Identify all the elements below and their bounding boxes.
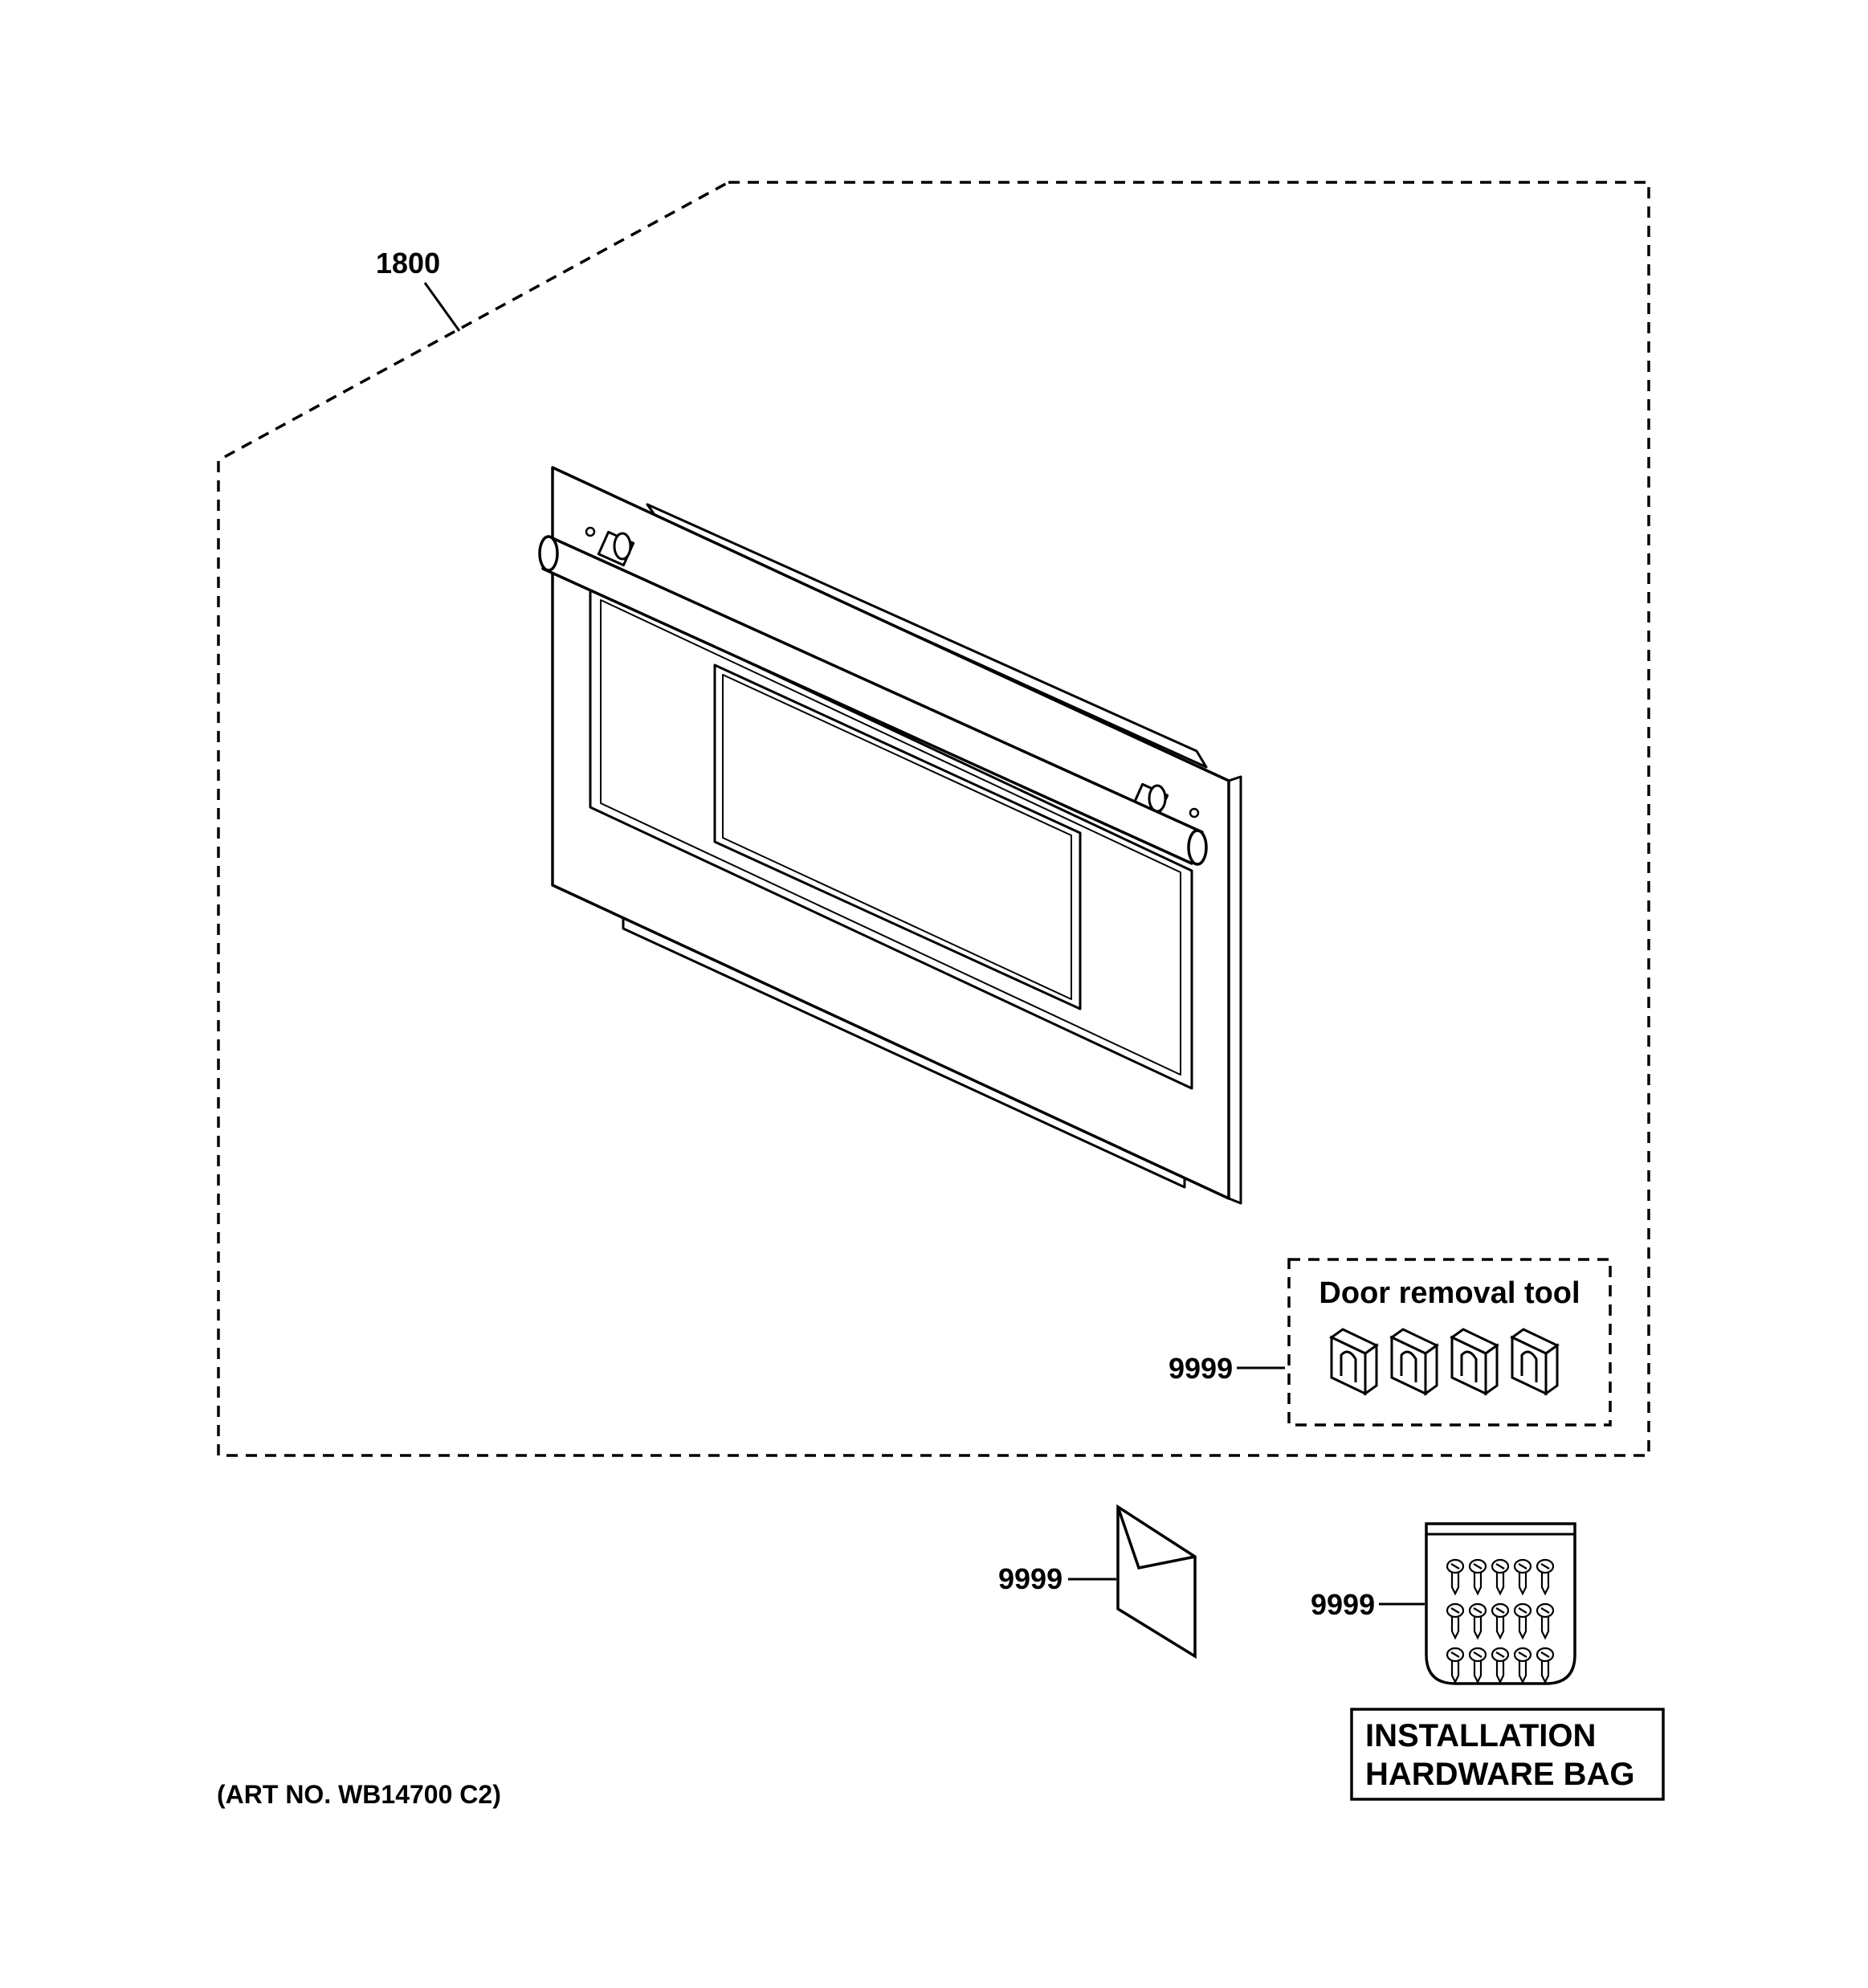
screw [1446, 1602, 1465, 1640]
art-number: (ART NO. WB14700 C2) [217, 1780, 501, 1809]
door-removal-tool-4 [1510, 1328, 1560, 1396]
screw [1491, 1647, 1510, 1684]
screw-hole-right [1189, 807, 1200, 818]
envelope-callout: 9999 [998, 1562, 1062, 1595]
door-window-outer [713, 663, 1082, 1010]
screw [1513, 1647, 1532, 1684]
screw [1513, 1558, 1532, 1596]
door-removal-tool-2 [1389, 1328, 1439, 1396]
door-window-inner [722, 674, 1072, 1000]
screw [1491, 1558, 1510, 1596]
hardware-bag-label-line-1: INSTALLATION [1365, 1718, 1596, 1753]
screw [1446, 1647, 1465, 1684]
screw [1468, 1647, 1487, 1684]
door-removal-tool-1 [1329, 1328, 1379, 1396]
assembly-leader-line [423, 282, 461, 332]
door-glass-frame-outer [589, 586, 1193, 1090]
door-removal-tool-box [1287, 1258, 1612, 1427]
door-handle-end-left [538, 535, 559, 572]
hardware-bag-screws [1446, 1558, 1555, 1684]
door-removal-tool-label: Door removal tool [1319, 1276, 1580, 1310]
door-glass-frame-inner [600, 599, 1181, 1076]
assembly-callout: 1800 [376, 247, 440, 280]
screw [1536, 1647, 1555, 1684]
hardware-bag [1425, 1522, 1576, 1685]
hardware-bag-label-line-2: HARDWARE BAG [1365, 1757, 1635, 1792]
door-removal-tool-3 [1450, 1328, 1499, 1396]
door-handle-end-right [1187, 829, 1208, 866]
oven-door [538, 466, 1242, 1205]
screw [1491, 1602, 1510, 1640]
handle-standoff-left [597, 530, 635, 567]
hardware-bag-label-box [1350, 1708, 1665, 1801]
literature-envelope [1116, 1504, 1197, 1659]
screw [1446, 1558, 1465, 1596]
door-removal-tool-callout: 9999 [1169, 1352, 1233, 1385]
hardware-bag-callout: 9999 [1311, 1588, 1375, 1621]
screw [1513, 1602, 1532, 1640]
door-side-edge [1227, 775, 1242, 1205]
door-removal-tools [1329, 1328, 1560, 1396]
screw [1536, 1558, 1555, 1596]
screw [1468, 1558, 1487, 1596]
screw [1536, 1602, 1555, 1640]
screw [1468, 1602, 1487, 1640]
screw-hole-left [585, 526, 596, 537]
